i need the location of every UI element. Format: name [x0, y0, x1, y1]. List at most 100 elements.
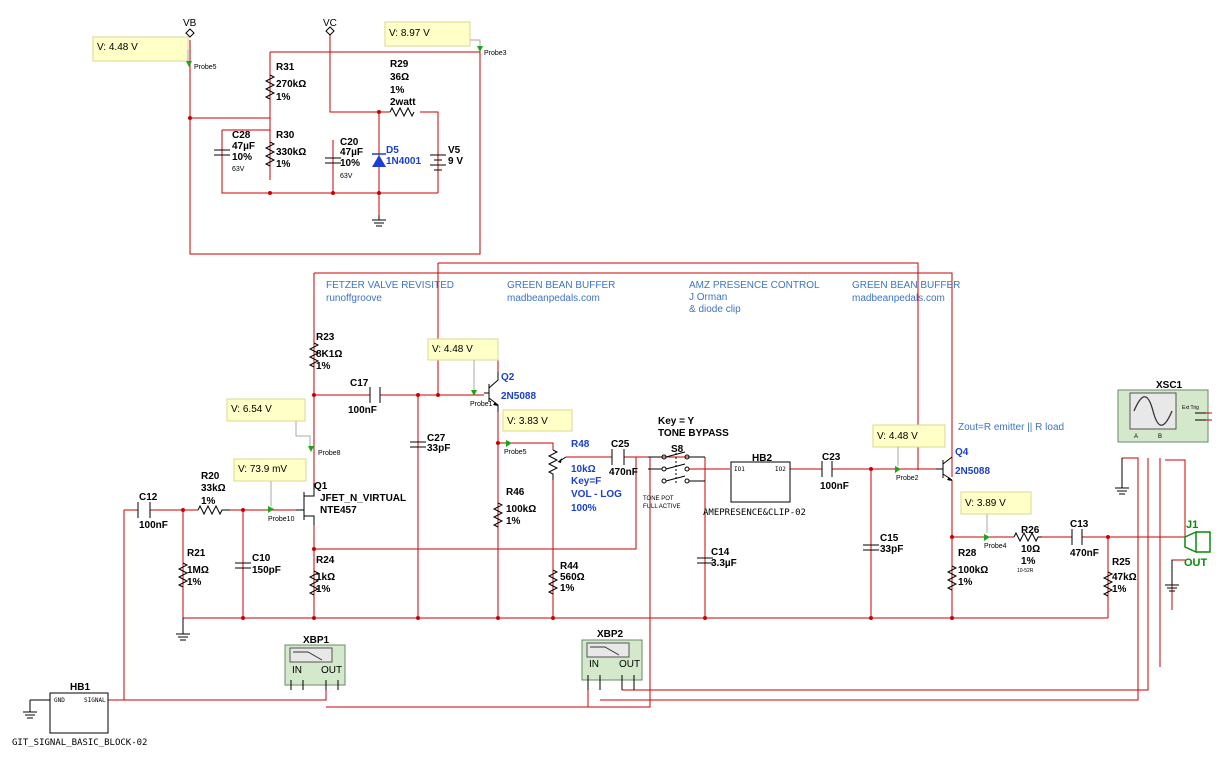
block-pin: IO2	[775, 466, 786, 473]
component-tolerance: 1%	[201, 496, 216, 507]
capacitor-c14[interactable]: C14 3.3µF	[697, 547, 737, 569]
resistor-r25[interactable]: R25 47kΩ 1%	[1102, 557, 1137, 597]
component-value: 150pF	[252, 565, 281, 576]
resistor-r31[interactable]: R31 270kΩ 1%	[264, 62, 306, 103]
output-jack-j1[interactable]: J1 OUT	[1184, 519, 1211, 569]
component-value: 100nF	[820, 481, 849, 492]
component-tolerance: 1%	[316, 361, 331, 372]
resistor-r23[interactable]: R23 8K1Ω 1%	[308, 332, 342, 372]
potentiometer-r48[interactable]: R48 10kΩ Key=F VOL - LOG 100%	[547, 439, 622, 514]
resistor-r21[interactable]: R21 1MΩ 1%	[177, 548, 209, 588]
resistor-r26[interactable]: R26 10Ω 1% 10-52R	[1013, 525, 1042, 574]
capacitor-c20[interactable]: C20 47µF 10% 63V	[325, 137, 363, 180]
component-tolerance: 1%	[316, 584, 331, 595]
component-value: 100kΩ	[958, 565, 988, 576]
capacitor-icon	[325, 157, 341, 164]
capacitor-c13[interactable]: C13 470nF	[1070, 519, 1099, 559]
diode-d5[interactable]: D5 1N4001	[372, 145, 421, 167]
capacitor-c23[interactable]: C23 100nF	[820, 452, 849, 492]
component-ref: HB2	[752, 453, 772, 464]
section-title: GREEN BEAN BUFFER	[852, 280, 960, 291]
resistor-r44[interactable]: R44 560Ω 1%	[547, 561, 585, 595]
component-value: 100nF	[348, 405, 377, 416]
capacitor-c15[interactable]: C15 33pF	[863, 533, 903, 555]
battery-v5[interactable]: V5 9 V	[430, 145, 463, 171]
bode-curve-icon	[590, 646, 620, 656]
section-subtitle: runoffgroove	[326, 293, 382, 304]
probe[interactable]: V: 3.89 V Probe4	[960, 491, 1032, 550]
probe-name: Probe8	[318, 450, 341, 457]
resistor-r20[interactable]: R20 33kΩ 1%	[197, 471, 230, 516]
bode-plotter-xbp2[interactable]: XBP2 IN OUT	[581, 629, 643, 690]
section-title: GREEN BEAN BUFFER	[507, 280, 615, 291]
block-body	[49, 692, 109, 734]
resistor-r46[interactable]: R46 100kΩ 1%	[492, 487, 536, 528]
capacitor-icon	[1071, 529, 1083, 545]
probe[interactable]: V: 73.9 mV Probe10	[233, 458, 307, 523]
component-ref: R46	[506, 487, 525, 498]
bode-curve-icon	[293, 651, 323, 661]
component-value: 33pF	[880, 544, 903, 555]
probe-name: Probe3	[484, 50, 507, 57]
probe-value: V: 6.54 V	[231, 404, 272, 415]
vc-connector-icon	[325, 26, 335, 36]
ground-symbols	[23, 215, 1179, 719]
probe[interactable]: V: 4.48 V Probe2	[872, 424, 946, 482]
capacitor-icon	[611, 449, 625, 465]
switch-s8[interactable]: Key = Y TONE BYPASS S8 TONE POT FULL ACT…	[643, 416, 729, 510]
capacitor-c28[interactable]: C28 47µF 10% 63V	[214, 130, 255, 173]
probe-box	[872, 424, 946, 448]
probe[interactable]: V: 4.48 V Probe1	[427, 338, 499, 408]
component-ref: R21	[187, 548, 206, 559]
component-model: 2N5088	[501, 391, 536, 402]
capacitor-c10[interactable]: C10 150pF	[235, 553, 281, 576]
probe[interactable]: V: 4.48 V Probe5	[92, 36, 217, 71]
probe-value: V: 8.97 V	[389, 28, 430, 39]
capacitor-c17[interactable]: C17 100nF	[348, 378, 381, 416]
resistor-r30[interactable]: R30 330kΩ 1%	[264, 130, 306, 170]
component-tolerance: 1%	[506, 516, 521, 527]
probe[interactable]: V: 8.97 V Probe3	[384, 21, 507, 57]
probe-box	[502, 409, 573, 432]
resistor-r24[interactable]: R24 1kΩ 1%	[308, 555, 335, 596]
bode-plotter-xbp1[interactable]: XBP1 IN OUT	[284, 635, 346, 690]
diode-icon	[372, 155, 386, 167]
block-pin: IO1	[734, 466, 745, 473]
resistor-r29[interactable]: R29 36Ω 1% 2watt	[389, 59, 416, 118]
component-ref: J1	[1186, 519, 1198, 531]
probe[interactable]: V: 6.54 V Probe8	[226, 398, 341, 457]
transistor-q4[interactable]: Q4 2N5088	[936, 447, 990, 481]
component-tolerance: 1%	[390, 85, 405, 96]
component-ref: R26	[1021, 525, 1040, 536]
bode-out-label: OUT	[321, 665, 342, 676]
block-hb1[interactable]: HB1 GND SIGNAL GIT_SIGNAL_BASIC_BLOCK-02	[12, 682, 147, 748]
component-setting: 100%	[571, 503, 597, 514]
probe-box	[427, 338, 499, 361]
component-tolerance: 10%	[340, 158, 360, 169]
capacitor-c27[interactable]: C27 33pF	[410, 433, 450, 454]
resistor-r28[interactable]: R28 100kΩ 1%	[946, 548, 988, 591]
transistor-q2[interactable]: Q2 2N5088	[484, 372, 536, 412]
oscilloscope-xsc1[interactable]: XSC1 Ext Trig A B	[1117, 380, 1212, 443]
section-title: AMZ PRESENCE CONTROL	[689, 280, 820, 291]
component-value: 470nF	[609, 467, 638, 478]
probe[interactable]: V: 3.83 V Probe5	[502, 409, 573, 456]
jack-icon	[1184, 530, 1211, 554]
block-pin: GND	[54, 697, 65, 704]
jfet-q1[interactable]: Q1 JFET_N_VIRTUAL NTE457	[296, 481, 406, 525]
capacitor-c12[interactable]: C12 100nF	[137, 492, 168, 531]
resistor-icon	[264, 74, 276, 100]
component-value: 47µF	[232, 141, 255, 152]
section-notes: FETZER VALVE REVISITED runoffgroove GREE…	[326, 280, 1064, 433]
component-value: 1MΩ	[187, 565, 209, 576]
capacitor-icon	[863, 544, 879, 551]
capacitor-icon	[821, 461, 833, 477]
block-hb2[interactable]: HB2 IO1 IO2 AMEPRESENCE&CLIP-02	[703, 453, 806, 518]
component-ref: C27	[427, 433, 446, 444]
probe-arrow-icon	[268, 506, 274, 513]
ground-icon	[1115, 458, 1129, 495]
component-model: JFET_N_VIRTUAL	[320, 493, 406, 504]
component-value: 1N4001	[386, 156, 421, 167]
capacitor-c25[interactable]: C25 470nF	[609, 439, 638, 478]
